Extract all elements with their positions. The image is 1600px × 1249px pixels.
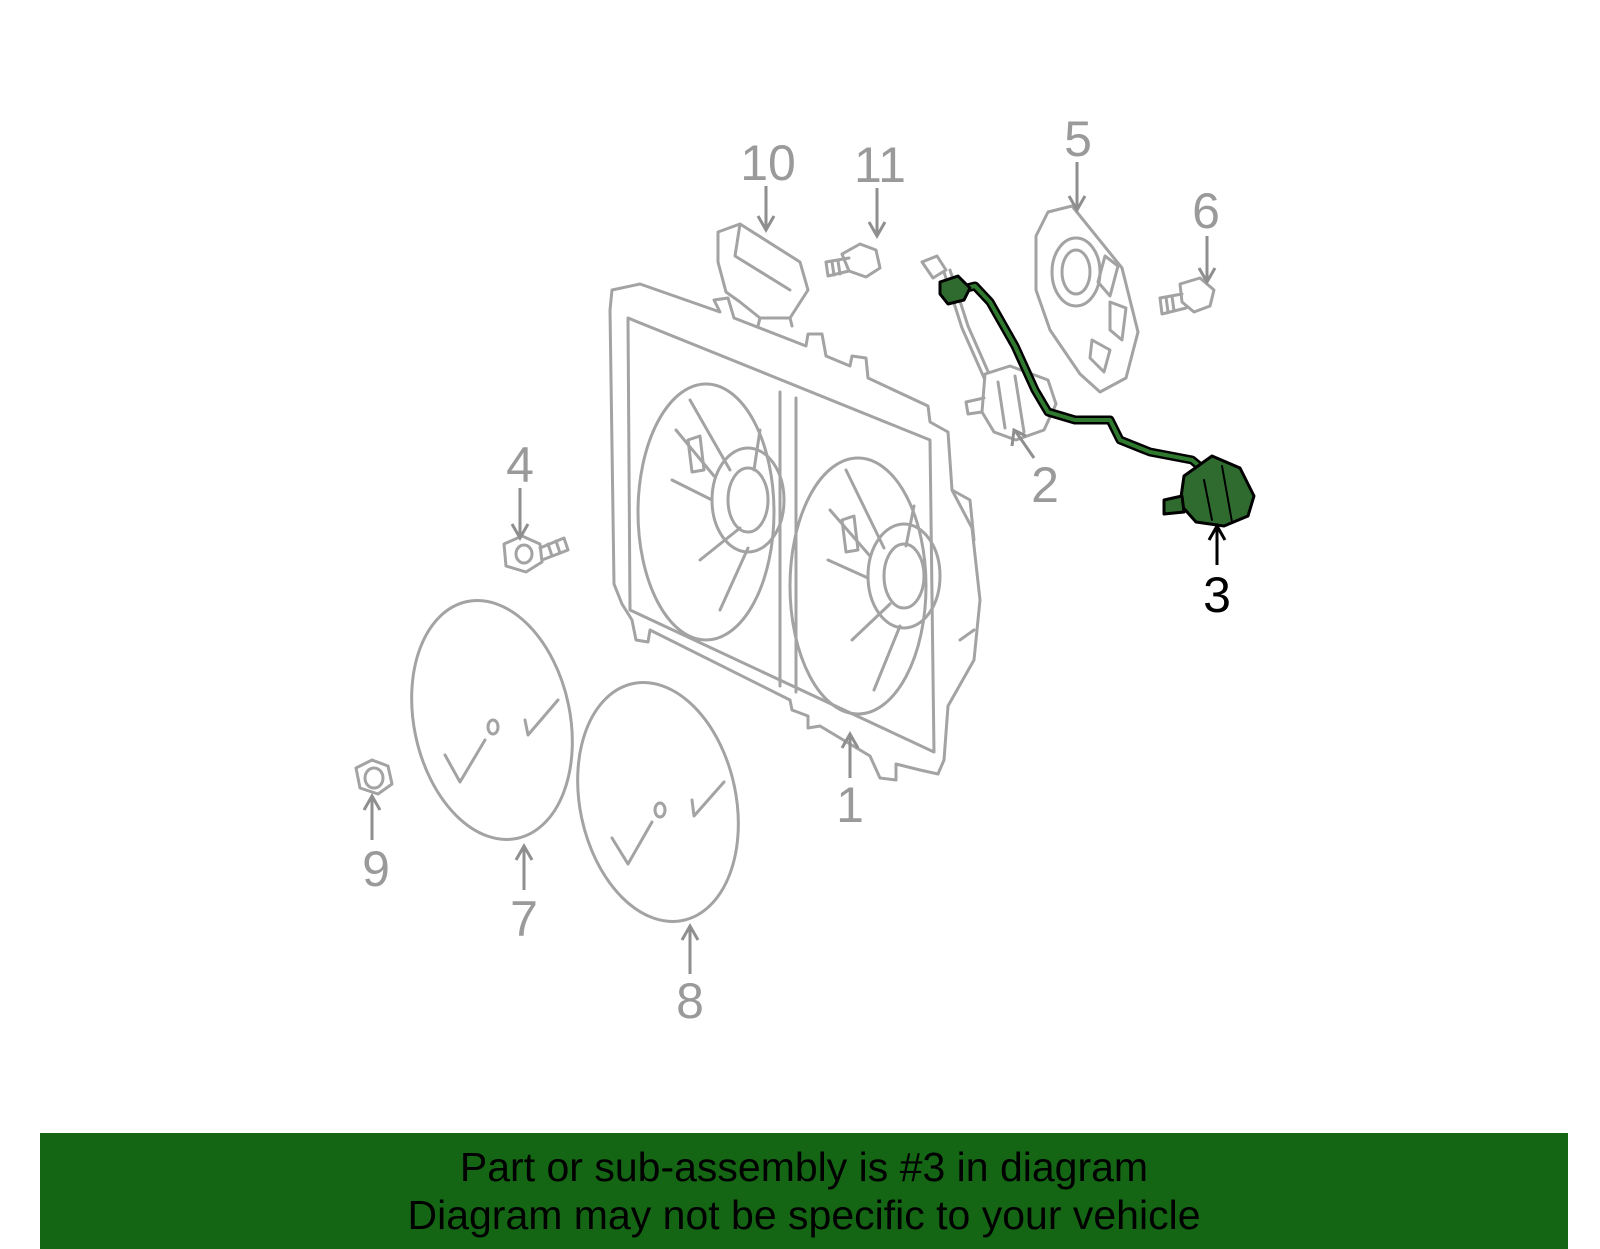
callout-7[interactable]: 7 xyxy=(510,891,538,947)
callout-labels: 10 11 5 6 2 3 4 1 9 7 8 xyxy=(362,111,1231,1029)
callout-3[interactable]: 3 xyxy=(1203,567,1231,623)
callout-10[interactable]: 10 xyxy=(740,135,796,191)
part-9-nut[interactable] xyxy=(354,758,394,796)
callout-4[interactable]: 4 xyxy=(506,437,534,493)
banner-part-text: Part or sub-assembly is #3 in diagram xyxy=(459,1144,1149,1190)
callout-6[interactable]: 6 xyxy=(1192,183,1220,239)
part-4-bolt[interactable] xyxy=(502,534,570,574)
part-7-fan[interactable] xyxy=(391,585,594,854)
leader-lines xyxy=(362,162,1227,974)
banner-disclaimer-text: Diagram may not be specific to your vehi… xyxy=(407,1192,1201,1238)
callout-5[interactable]: 5 xyxy=(1064,111,1092,167)
part-11-bolt[interactable] xyxy=(824,242,882,279)
part-3-fan-motor-highlighted[interactable] xyxy=(938,274,1256,528)
callout-11[interactable]: 11 xyxy=(854,137,906,193)
part-6-bolt[interactable] xyxy=(1158,276,1216,316)
callout-2[interactable]: 2 xyxy=(1031,457,1059,513)
part-1-fan-shroud[interactable] xyxy=(608,282,982,782)
callout-9[interactable]: 9 xyxy=(362,841,390,897)
info-banner: Part or sub-assembly is #3 in diagram Di… xyxy=(40,1133,1568,1249)
part-8-fan[interactable] xyxy=(557,667,760,936)
callout-8[interactable]: 8 xyxy=(676,973,704,1029)
part-5-shroud-cover[interactable] xyxy=(1034,204,1140,394)
callout-1[interactable]: 1 xyxy=(836,777,864,833)
part-10-relay-module[interactable] xyxy=(716,222,810,332)
